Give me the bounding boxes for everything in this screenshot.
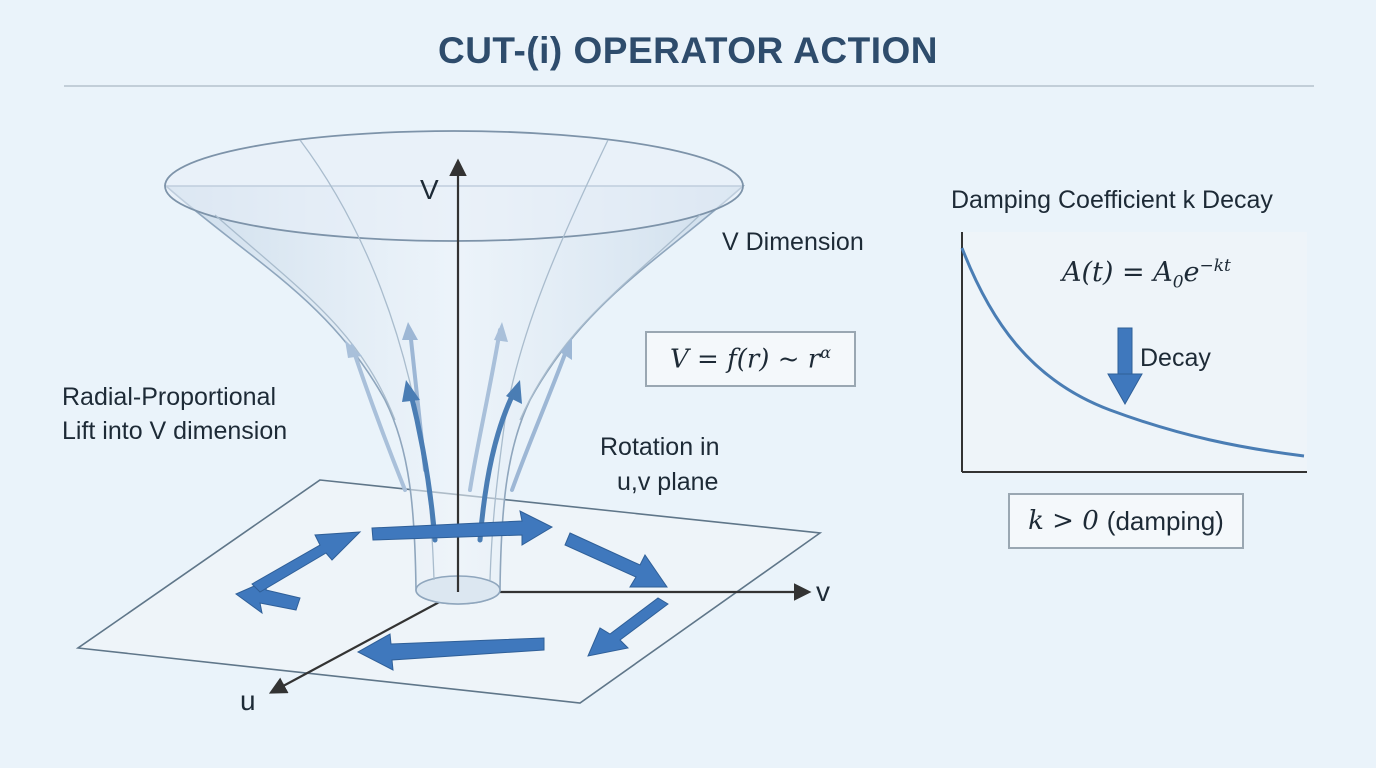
v-formula: V = f(r) ~ rα (670, 343, 831, 375)
v-dimension-label: V Dimension (722, 228, 864, 256)
lift-arrows (345, 322, 572, 543)
axis-label-u: u (240, 685, 256, 716)
title-divider (64, 85, 1314, 87)
rotation-label-line2: u,v plane (617, 468, 719, 496)
u-axis (268, 591, 459, 694)
damping-condition-text: (damping) (1106, 505, 1224, 536)
decay-panel-title: Damping Coefficient k Decay (951, 186, 1273, 214)
axis-label-v-upper: V (420, 174, 439, 205)
rotation-arrows (235, 510, 669, 671)
decay-plot-frame (962, 232, 1307, 472)
axis-label-v-right: v (816, 576, 830, 607)
lift-label-line1: Radial-Proportional (62, 383, 277, 411)
rotation-label-line1: Rotation in (600, 433, 720, 461)
funnel-rim (164, 130, 744, 242)
page-title: CUT-(i) OPERATOR ACTION (437, 30, 938, 71)
lift-label-line2: Lift into V dimension (62, 417, 288, 445)
damping-condition-math: k > 0 (1028, 506, 1099, 536)
decay-curve (960, 247, 1305, 458)
decay-equation: A(t) = A0e−kt (1062, 256, 1231, 293)
decay-label: Decay (1140, 344, 1211, 372)
v-formula-box: V = f(r) ~ rα (645, 331, 856, 387)
damping-condition-box: k > 0 (damping) (1008, 493, 1244, 549)
decay-arrow-icon (1107, 327, 1143, 406)
